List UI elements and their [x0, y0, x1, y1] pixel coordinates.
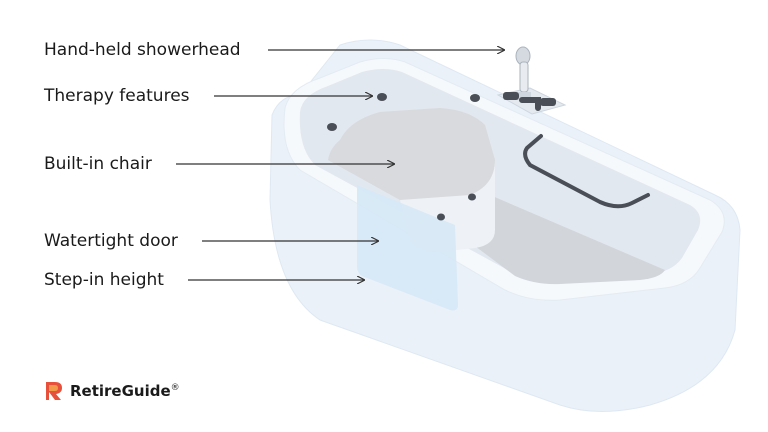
label-watertight-door: Watertight door [44, 231, 178, 251]
faucet-spout [519, 97, 541, 111]
grab-bar [523, 134, 650, 209]
faucet-handle-left [503, 92, 519, 100]
retireguide-logo-icon [46, 382, 62, 400]
label-therapy-features: Therapy features [44, 86, 190, 106]
brand-registered-mark: ® [170, 383, 180, 393]
label-built-in-chair: Built-in chair [44, 154, 152, 174]
faucet-handle-right [540, 98, 556, 106]
jet-3 [327, 123, 337, 131]
jet-5 [437, 213, 445, 221]
chair-seat [328, 108, 495, 207]
jet-1 [377, 93, 387, 101]
brand-name: RetireGuide [70, 382, 171, 400]
jet-2 [470, 94, 480, 102]
door-panel [357, 185, 458, 311]
label-step-in-height: Step-in height [44, 270, 164, 290]
label-showerhead: Hand-held showerhead [44, 40, 241, 60]
jet-4 [468, 193, 476, 201]
brand-logo: RetireGuide® [44, 380, 180, 402]
